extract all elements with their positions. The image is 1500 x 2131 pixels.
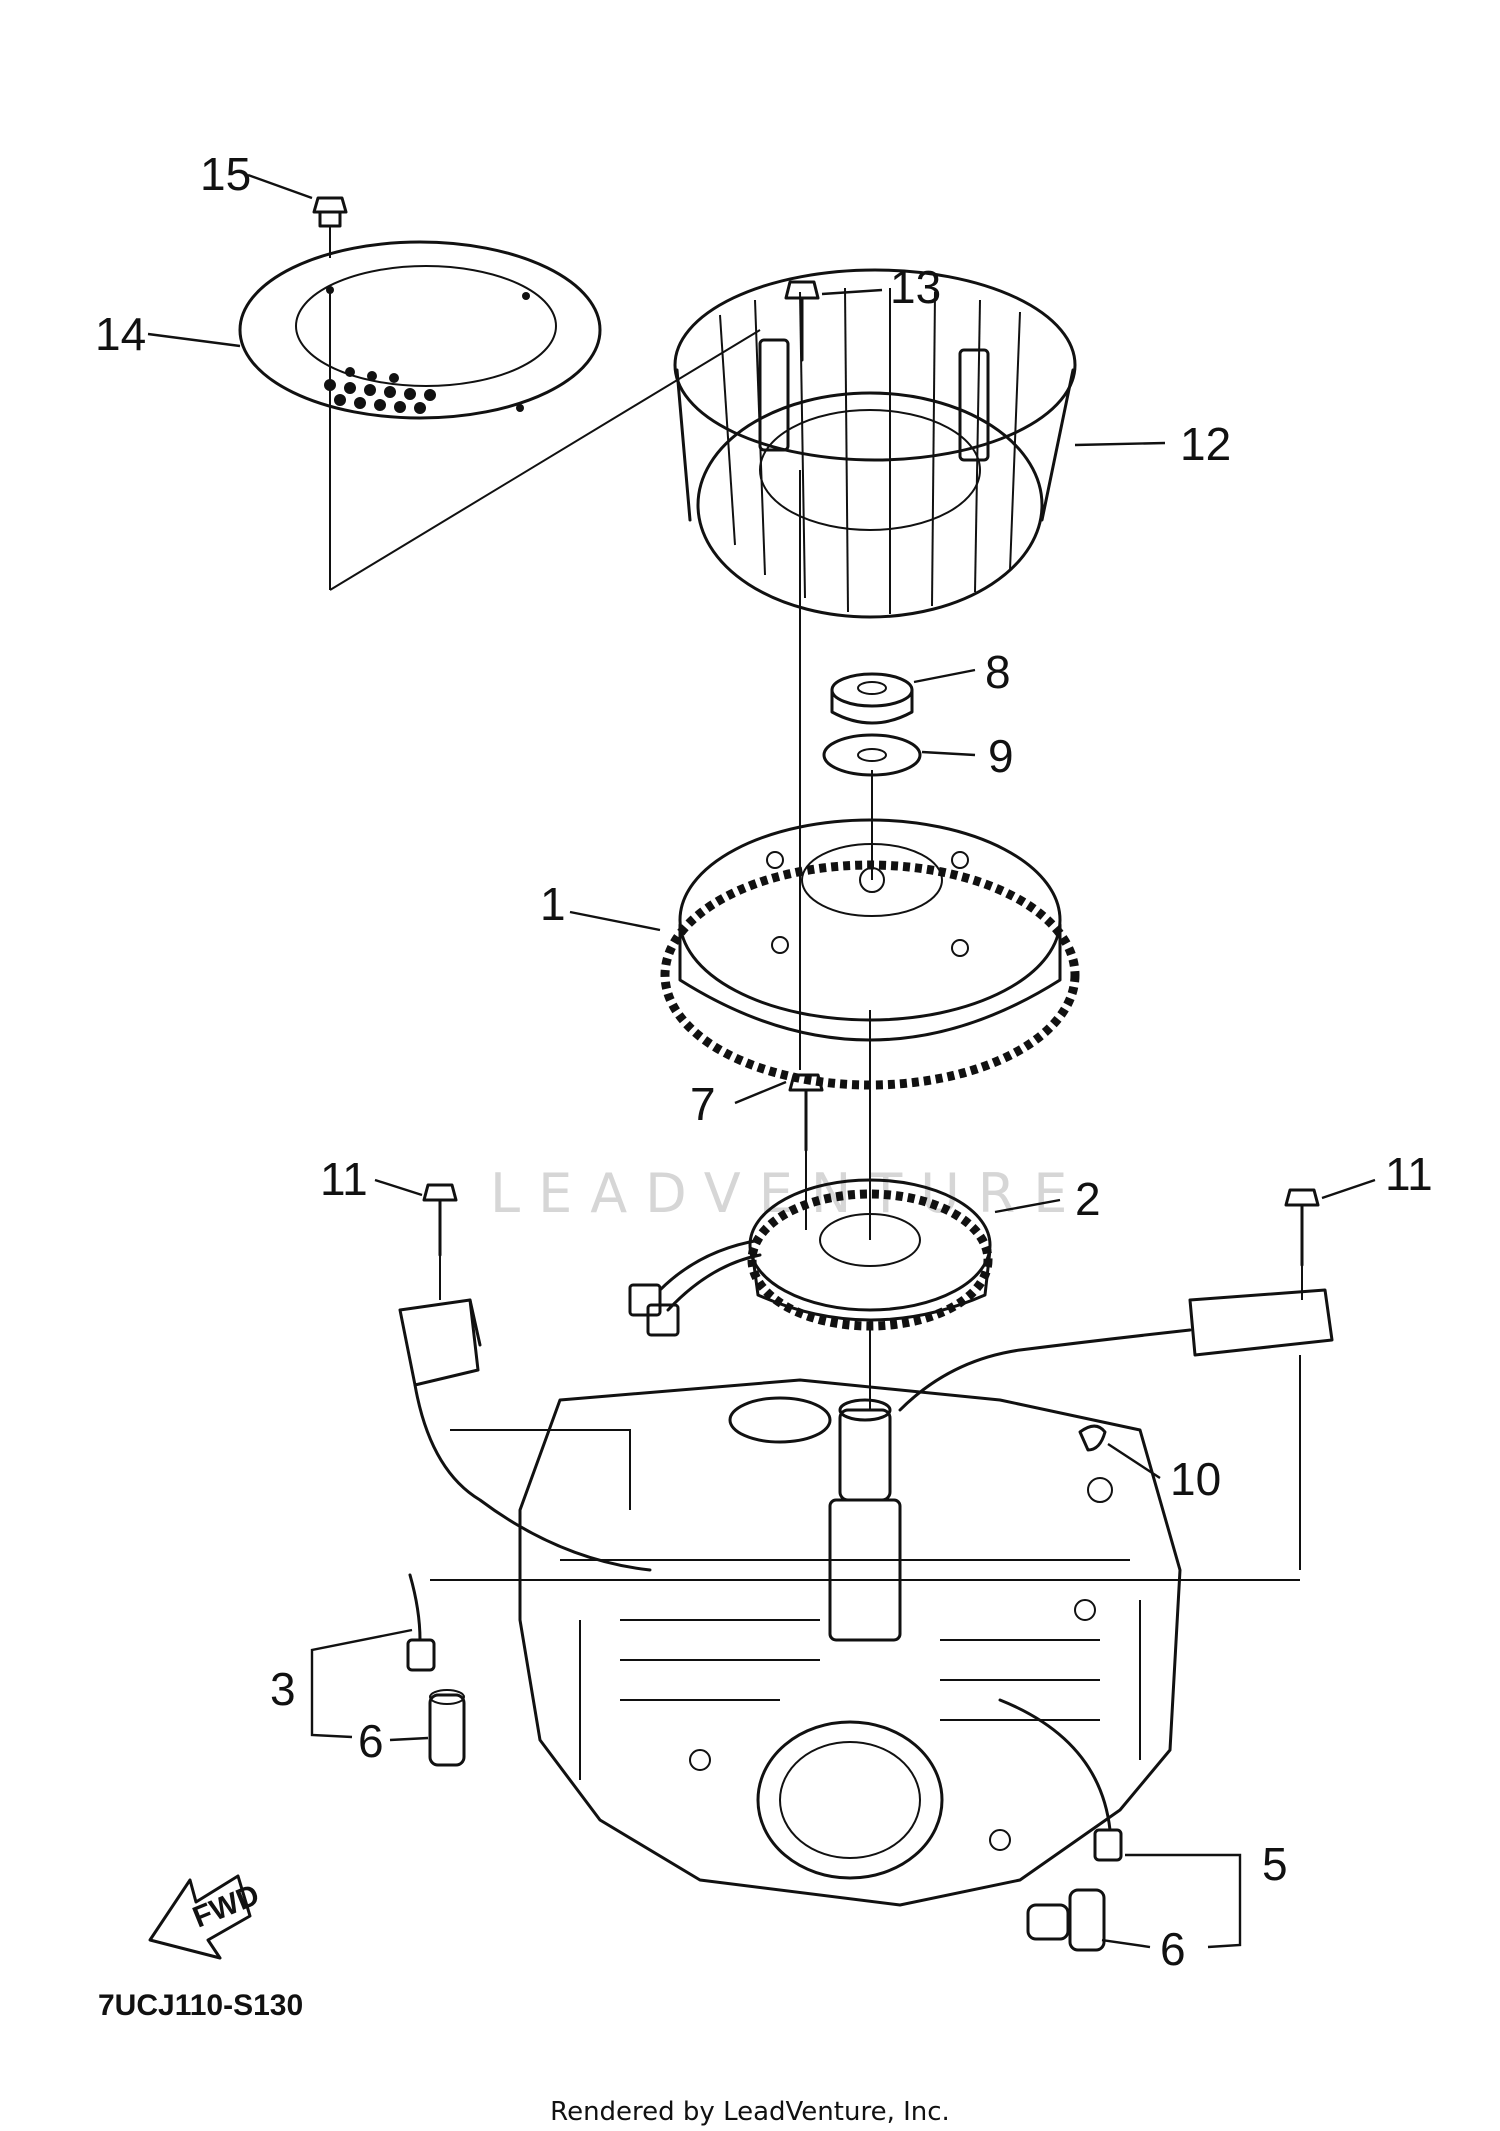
bolt-part-13 bbox=[784, 280, 820, 362]
callout-7: 7 bbox=[690, 1078, 716, 1130]
callout-14: 14 bbox=[95, 308, 146, 360]
fwd-label: FWD bbox=[188, 1878, 264, 1934]
callout-11-left: 11 bbox=[320, 1153, 368, 1205]
cover-plate-part-14 bbox=[238, 240, 602, 590]
callout-12: 12 bbox=[1180, 418, 1231, 470]
watermark: LEADVENTURE bbox=[490, 1162, 1085, 1225]
callout-6-right: 6 bbox=[1160, 1923, 1186, 1975]
callout-2: 2 bbox=[1075, 1173, 1101, 1225]
callout-10: 10 bbox=[1170, 1453, 1221, 1505]
ignition-coil-left bbox=[398, 1298, 652, 1572]
ignition-coil-right bbox=[898, 1288, 1334, 1570]
plug-cap-part-3 bbox=[406, 1573, 436, 1672]
key-part-10 bbox=[1078, 1424, 1107, 1452]
fwd-arrow-icon: FWD bbox=[148, 1874, 264, 1960]
callout-1: 1 bbox=[540, 878, 566, 930]
callout-15: 15 bbox=[200, 148, 251, 200]
leader-lines bbox=[147, 173, 1376, 1949]
engine-block bbox=[430, 1378, 1300, 1907]
diagram-code: 7UCJ110-S130 bbox=[98, 1989, 303, 2022]
assembly-line bbox=[329, 329, 761, 591]
plug-boot-part-6-left bbox=[428, 1689, 466, 1767]
nut-part-8 bbox=[830, 672, 914, 725]
plug-boot-part-6-right bbox=[1026, 1888, 1106, 1952]
washer-part-9 bbox=[822, 733, 922, 777]
callout-8: 8 bbox=[985, 646, 1011, 698]
callout-9: 9 bbox=[988, 730, 1014, 782]
callout-13: 13 bbox=[890, 261, 941, 313]
callout-11-right: 11 bbox=[1385, 1148, 1433, 1200]
callout-6-left: 6 bbox=[358, 1715, 384, 1767]
bolt-part-15 bbox=[312, 196, 348, 258]
fan-flywheel-part-12 bbox=[673, 268, 1077, 1070]
footer-credit: Rendered by LeadVenture, Inc. bbox=[550, 2097, 950, 2127]
callout-3: 3 bbox=[270, 1663, 296, 1715]
callout-5: 5 bbox=[1262, 1838, 1288, 1890]
plug-cap-part-5 bbox=[998, 1698, 1123, 1862]
stator-part-2 bbox=[628, 1010, 993, 1410]
bolt-part-11-left bbox=[422, 1183, 458, 1300]
bolt-part-11-right bbox=[1284, 1188, 1320, 1300]
